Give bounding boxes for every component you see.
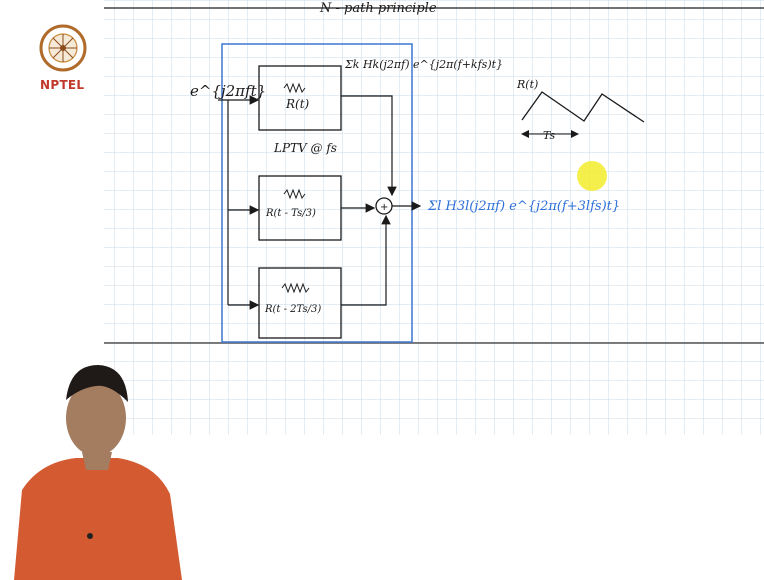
path1-label: R(t)	[285, 97, 310, 111]
nptel-logo-text: NPTEL	[40, 78, 84, 92]
lapel-microphone	[87, 533, 93, 539]
summer-sign: +	[380, 202, 388, 213]
grid-paper-lower	[104, 345, 764, 435]
period-label: Ts	[543, 129, 556, 142]
pointer-highlight	[577, 161, 607, 191]
grid-paper-upper	[104, 0, 764, 345]
output-formula-top: Σk Hk(j2πf) e^{j2π(f+kfs)t}	[344, 58, 503, 71]
waveform-label: R(t)	[516, 78, 538, 91]
presenter-shirt	[14, 458, 182, 580]
input-signal-label: e^{j2πft}	[190, 82, 266, 100]
output-formula-right: Σl H3l(j2πf) e^{j2π(f+3lfs)t}	[427, 199, 620, 214]
path3-label: R(t - 2Ts/3)	[264, 304, 321, 315]
slide-title-fragment: N - path principle	[319, 1, 437, 16]
path2-label: R(t - Ts/3)	[265, 208, 316, 219]
lptv-label: LPTV @ fs	[273, 141, 337, 155]
